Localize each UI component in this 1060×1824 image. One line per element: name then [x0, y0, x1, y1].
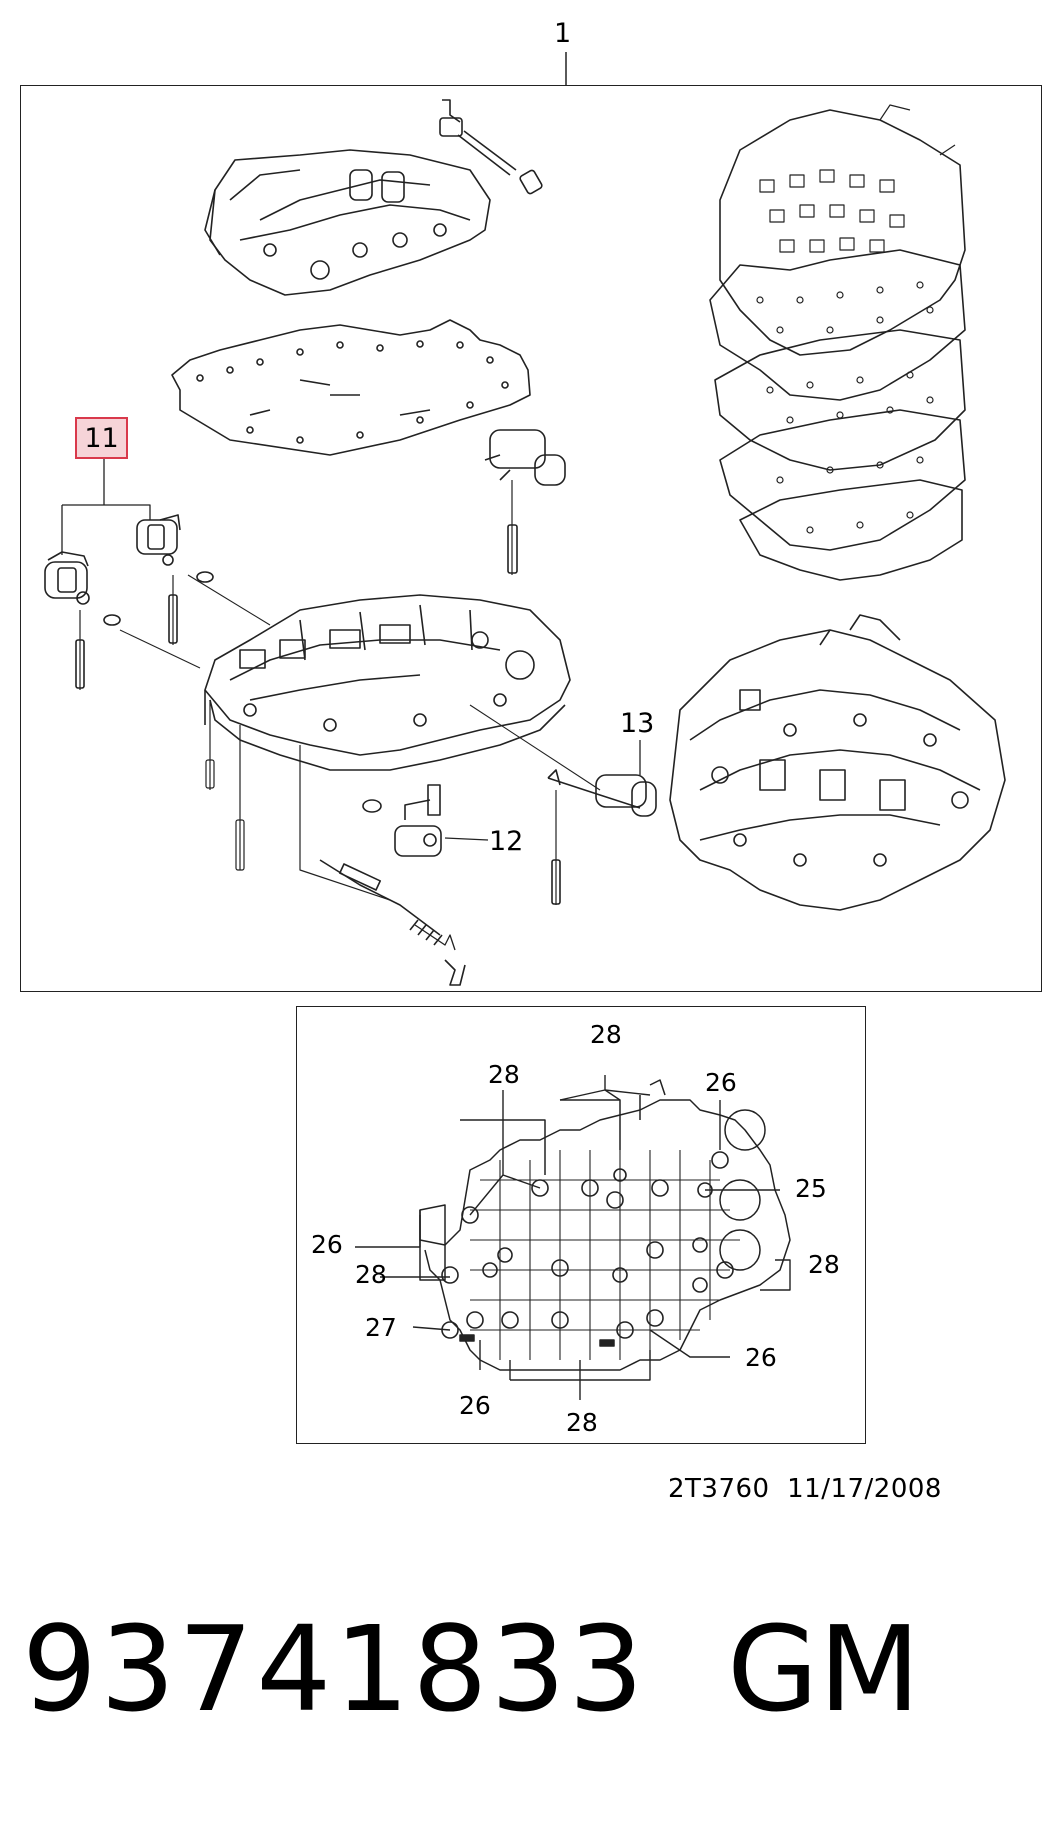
sensor-pin: [439, 99, 543, 195]
detail-callout-left-mid: 26: [311, 1230, 343, 1259]
solenoid-12: [362, 784, 489, 857]
lower-right-valve-body: [669, 614, 1006, 911]
callout-13: 13: [620, 708, 655, 739]
brand-name: GM: [727, 1600, 921, 1738]
solenoid-upper-right: [484, 429, 566, 575]
detail-callout-left-lower: 28: [355, 1260, 387, 1289]
gasket-stack: [709, 104, 966, 581]
detail-view-frame: [296, 1006, 866, 1444]
exploded-view-frame: [20, 85, 1042, 992]
detail-callout-upper-left: 28: [488, 1060, 520, 1089]
detail-callout-bottom-center: 28: [566, 1408, 598, 1437]
leader-1: [565, 52, 567, 86]
detail-callout-right-upper: 25: [795, 1174, 827, 1203]
upper-valve-body: [204, 149, 491, 296]
bolts-under-body: [205, 700, 391, 901]
detail-callout-right-lower: 26: [745, 1343, 777, 1372]
separator-plate: [171, 319, 531, 456]
callout-1: 1: [554, 18, 572, 49]
detail-callout-right-mid: 28: [808, 1250, 840, 1279]
detail-callout-upper-right: 26: [705, 1068, 737, 1097]
drawing-stamp: 2T3760 11/17/2008: [668, 1474, 942, 1504]
solenoid-13: [469, 704, 657, 905]
callout-11-label: 11: [84, 422, 119, 454]
detail-callout-left-bottom: 27: [365, 1313, 397, 1342]
solenoid-pair-11: [44, 455, 271, 690]
callout-12: 12: [489, 826, 524, 857]
detail-callout-top: 28: [590, 1020, 622, 1049]
part-number: 93741833: [22, 1600, 647, 1738]
detail-callout-bottom-left: 26: [459, 1391, 491, 1420]
valve-body-bolt-map: [355, 1075, 791, 1400]
callout-11-highlight[interactable]: 11: [75, 417, 128, 459]
manual-valve-rod: [319, 859, 466, 986]
valve-body-exploded-drawing: [44, 99, 1006, 986]
